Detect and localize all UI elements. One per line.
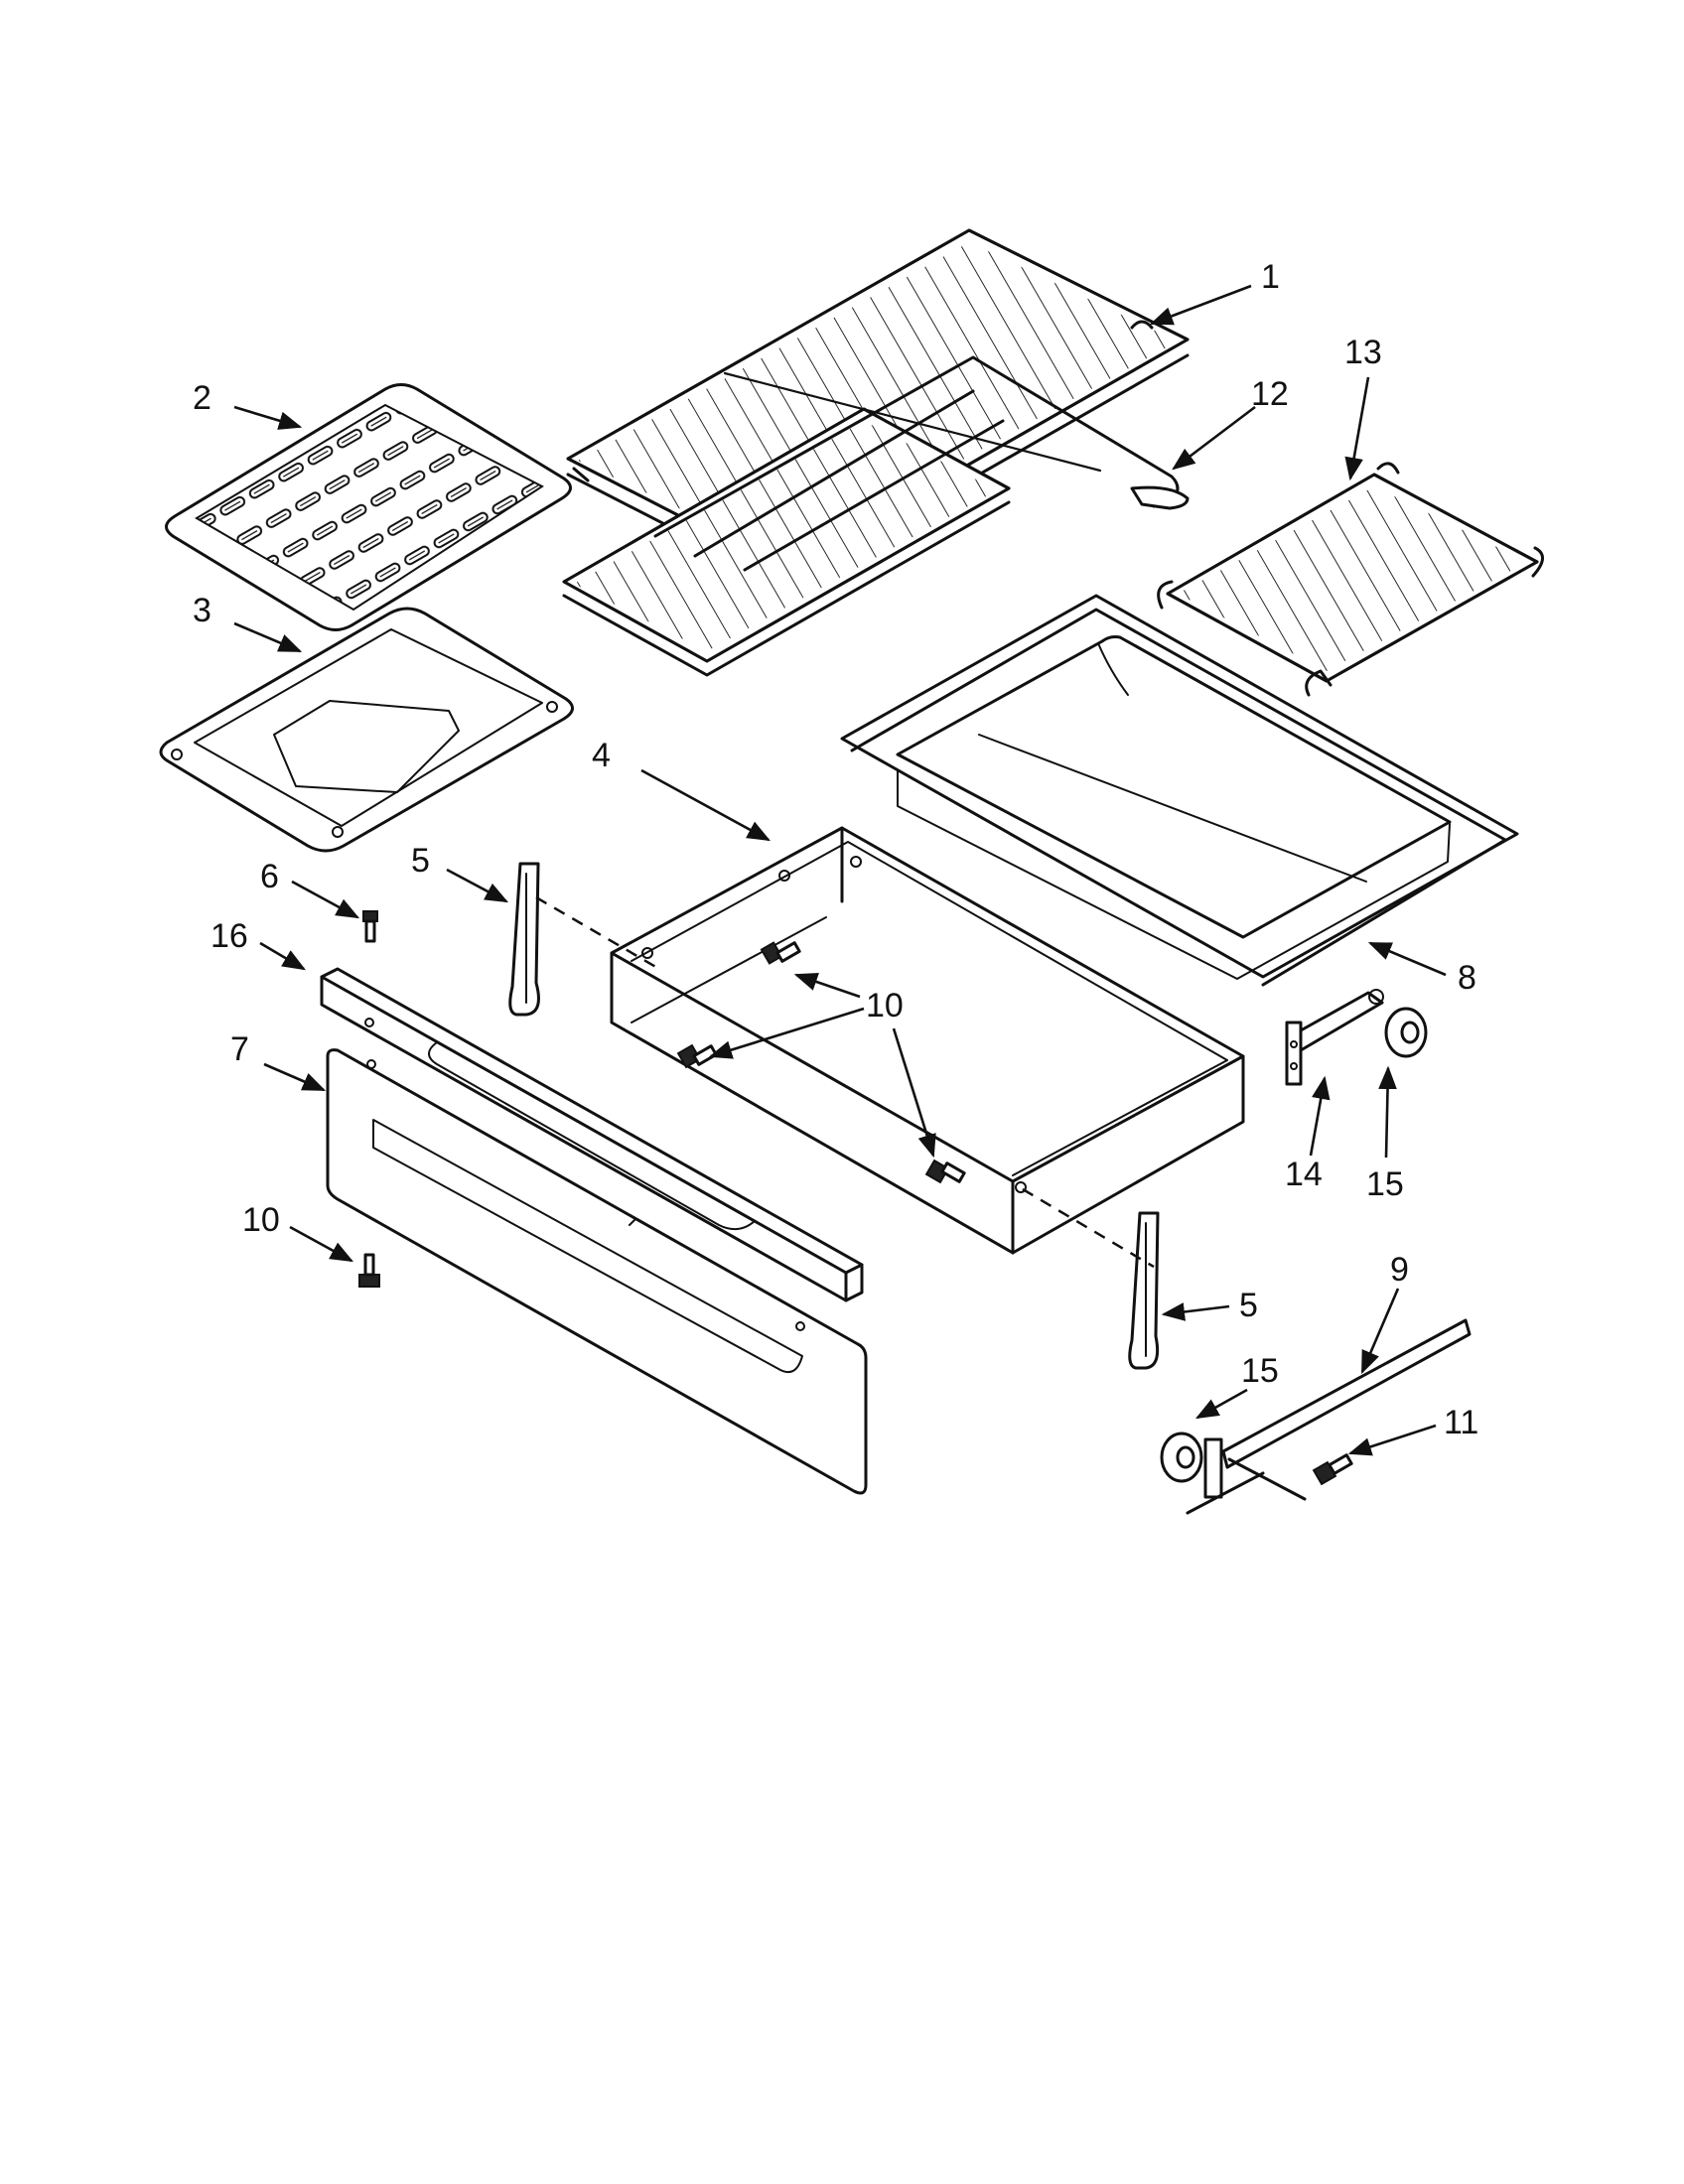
roller-upper — [1384, 1007, 1428, 1058]
callout-2: 2 — [193, 379, 211, 417]
drawer-body — [610, 826, 1245, 1255]
callout-16: 16 — [210, 917, 248, 955]
screw-10-drawer-lower — [676, 1043, 718, 1069]
broiler-grid — [165, 383, 572, 631]
callout-11: 11 — [1444, 1404, 1478, 1441]
drawer-rail — [1186, 1318, 1472, 1515]
screw-10-drawer-side — [924, 1159, 966, 1184]
callout-10: 10 — [866, 987, 904, 1024]
callout-15: 15 — [1366, 1165, 1404, 1203]
screw-10-front — [358, 1253, 380, 1288]
callout-1: 1 — [1261, 258, 1280, 296]
slide-axis-left — [535, 895, 660, 971]
callout-7: 7 — [230, 1030, 249, 1068]
screw-11 — [1312, 1453, 1353, 1486]
callout-10: 10 — [242, 1201, 280, 1239]
callout-5: 5 — [1239, 1287, 1258, 1324]
drawer-slide-left — [508, 862, 540, 1017]
roller-lower — [1160, 1432, 1203, 1483]
callout-3: 3 — [193, 592, 211, 629]
drawer-liner — [840, 594, 1519, 987]
callout-5: 5 — [411, 842, 430, 880]
drawer-slide-right — [1128, 1211, 1160, 1370]
callout-labels: 1 2 3 4 5 5 6 7 8 9 10 10 11 12 13 14 15… — [193, 258, 1478, 1441]
drawer-front — [326, 1048, 868, 1495]
callout-12: 12 — [1251, 375, 1289, 413]
slide-axis-right — [1022, 1187, 1155, 1269]
broiler-pan — [159, 607, 574, 853]
callout-15: 15 — [1241, 1352, 1279, 1390]
callout-4: 4 — [592, 737, 611, 774]
rack-slide — [562, 355, 1190, 677]
callout-13: 13 — [1344, 334, 1382, 371]
callout-8: 8 — [1458, 959, 1476, 997]
drawer-trim — [320, 967, 864, 1302]
screw-6 — [362, 910, 378, 943]
callout-14: 14 — [1285, 1156, 1323, 1193]
callout-6: 6 — [260, 858, 279, 895]
side-rack — [1157, 462, 1544, 697]
screw-10-drawer-upper — [760, 941, 801, 965]
drawer-bracket — [1285, 989, 1384, 1086]
leader-lines — [233, 284, 1447, 1456]
callout-9: 9 — [1390, 1251, 1409, 1289]
